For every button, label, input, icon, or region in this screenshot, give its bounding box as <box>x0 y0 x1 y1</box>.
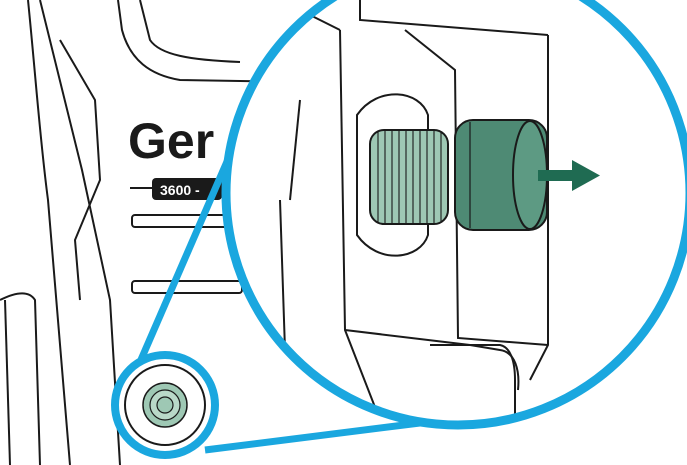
zoomed-detail <box>279 0 600 425</box>
machine-body <box>0 0 301 465</box>
protective-cap <box>454 119 548 231</box>
arrow-right-icon <box>538 160 600 191</box>
threaded-fitting <box>369 129 449 225</box>
outlet-callout-ring <box>111 351 219 459</box>
zoom-callout-ring <box>221 0 687 430</box>
brand-logo-text: Ger <box>128 113 214 169</box>
model-badge: 3600 - <box>152 178 222 200</box>
water-outlet-icon <box>124 364 206 446</box>
callout-leader-lines <box>136 148 421 454</box>
model-badge-text: 3600 - <box>160 182 200 198</box>
